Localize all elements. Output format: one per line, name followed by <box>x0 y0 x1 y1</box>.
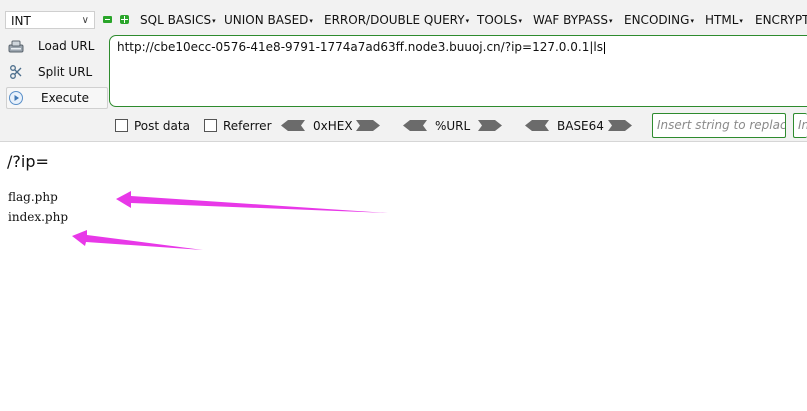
replace-find-input[interactable]: Insert string to replace <box>652 113 786 138</box>
hex-encode-right-arrow-icon[interactable] <box>356 120 380 131</box>
menu-union-based[interactable]: UNION BASED▾ <box>224 13 313 27</box>
referrer-checkbox[interactable]: Referrer <box>204 119 272 133</box>
increase-icon[interactable] <box>120 15 129 24</box>
injection-type-select[interactable]: INT ∨ <box>5 11 95 29</box>
url-encoder-label: %URL <box>435 119 471 133</box>
url-encode-left-arrow-icon[interactable] <box>403 120 427 131</box>
caret-down-icon: ▾ <box>309 16 313 25</box>
checkbox-box[interactable] <box>115 119 128 132</box>
hackbar-toolbar: INT ∨ SQL BASICS▾ UNION BASED▾ ERROR/DOU… <box>0 0 807 142</box>
checkbox-box[interactable] <box>204 119 217 132</box>
caret-down-icon: ▾ <box>739 16 743 25</box>
text-cursor <box>603 41 605 54</box>
base64-encoder-label: BASE64 <box>557 119 604 133</box>
hex-encoder-label: 0xHEX <box>313 119 353 133</box>
annotation-arrow-flag <box>116 191 388 213</box>
split-url-icon <box>10 65 22 79</box>
url-encode-right-arrow-icon[interactable] <box>478 120 502 131</box>
execute-button-frame <box>6 87 108 109</box>
load-url-button[interactable]: Load URL <box>6 35 102 57</box>
menu-html[interactable]: HTML▾ <box>705 13 743 27</box>
menu-waf-bypass[interactable]: WAF BYPASS▾ <box>533 13 613 27</box>
caret-down-icon: ▾ <box>212 16 216 25</box>
chevron-down-icon: ∨ <box>81 15 89 26</box>
base64-encode-left-arrow-icon[interactable] <box>525 120 549 131</box>
url-textarea[interactable]: http://cbe10ecc-0576-41e8-9791-1774a7ad6… <box>109 35 807 107</box>
hex-encode-left-arrow-icon[interactable] <box>281 120 305 131</box>
file-list-item-flag: flag.php <box>8 190 58 204</box>
caret-down-icon: ▾ <box>608 16 613 25</box>
execute-button[interactable]: Execute <box>6 87 102 109</box>
base64-encode-right-arrow-icon[interactable] <box>608 120 632 131</box>
post-data-checkbox[interactable]: Post data <box>115 119 190 133</box>
split-url-button[interactable]: Split URL <box>6 61 102 83</box>
caret-down-icon: ▾ <box>518 16 523 25</box>
replace-with-input[interactable]: In <box>793 113 807 138</box>
play-icon <box>9 91 23 105</box>
decrease-icon[interactable] <box>103 16 112 23</box>
injection-type-value: INT <box>11 14 31 28</box>
caret-down-icon: ▾ <box>690 16 694 25</box>
caret-down-icon: ▾ <box>465 16 470 25</box>
file-list-item-index: index.php <box>8 210 69 224</box>
request-path: /?ip= <box>7 152 49 171</box>
menu-encoding[interactable]: ENCODING▾ <box>624 13 694 27</box>
url-value: http://cbe10ecc-0576-41e8-9791-1774a7ad6… <box>117 40 605 54</box>
menu-tools[interactable]: TOOLS▾ <box>477 13 523 27</box>
annotation-arrow-index <box>72 230 203 250</box>
page-content: /?ip= flag.php index.php <box>0 142 807 411</box>
menu-sql-basics[interactable]: SQL BASICS▾ <box>140 13 216 27</box>
load-url-icon <box>8 40 24 53</box>
menu-error-double-query[interactable]: ERROR/DOUBLE QUERY▾ <box>324 13 470 27</box>
menu-encrypt[interactable]: ENCRYPT <box>755 13 807 27</box>
